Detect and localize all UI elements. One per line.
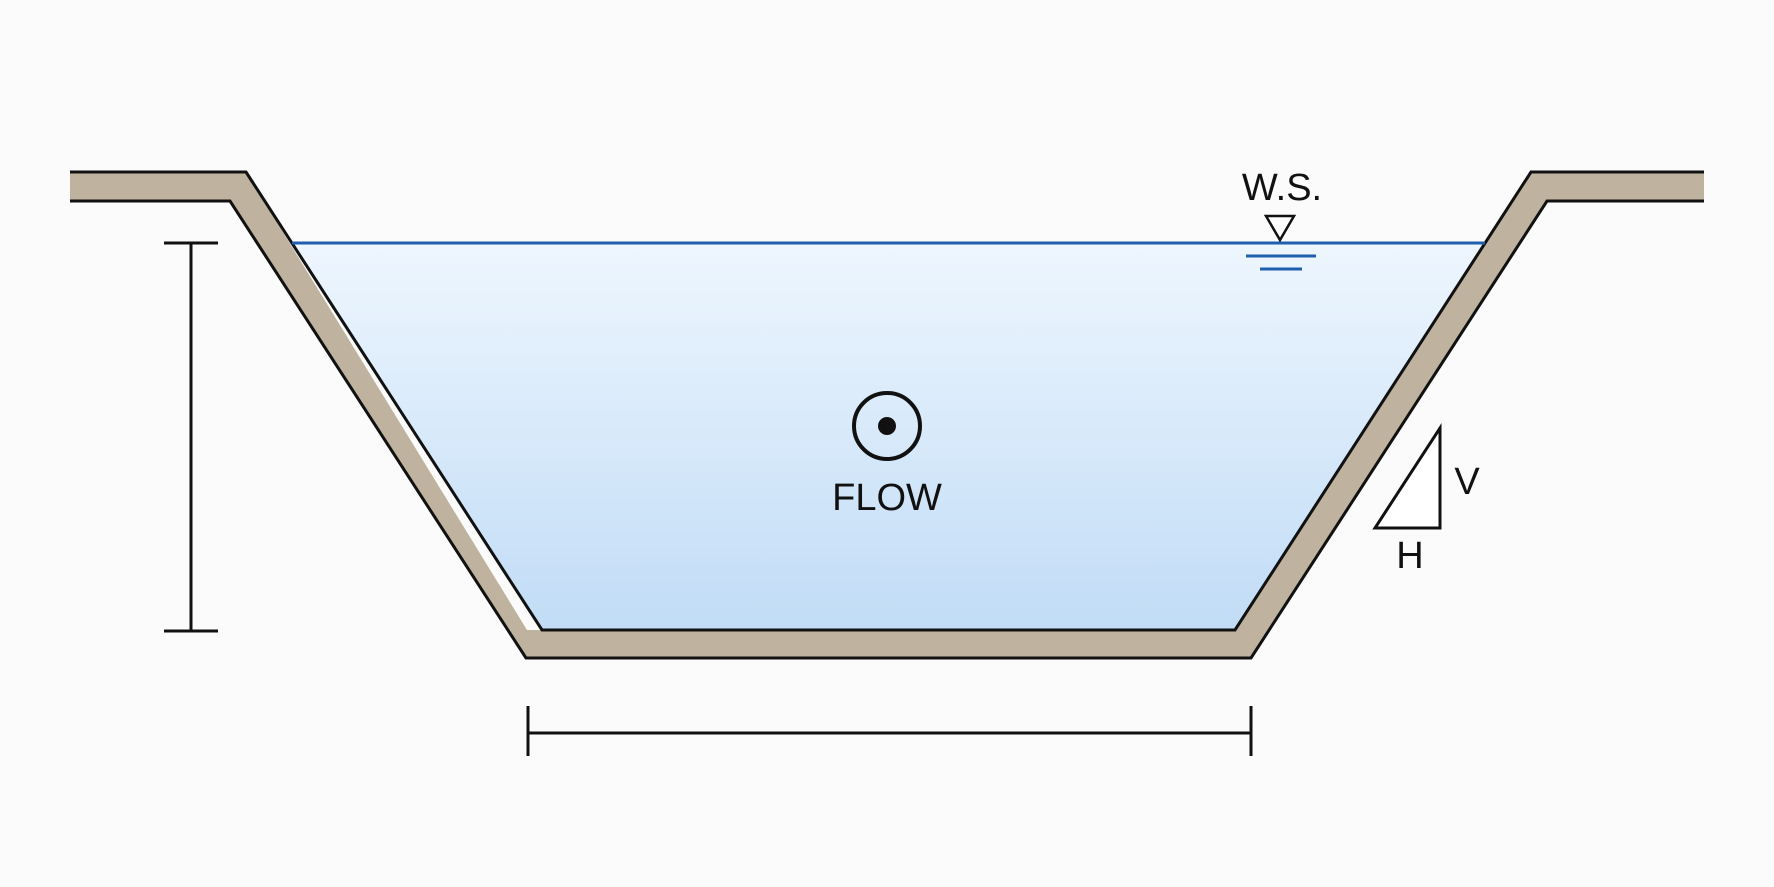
flow-out-of-page-icon: [852, 391, 922, 461]
water-surface-marker: W.S.: [1242, 167, 1322, 271]
water-body: [292, 243, 1485, 630]
lining-inner-outline: [70, 170, 1704, 632]
slope-triangle-icon: [1372, 422, 1442, 530]
bottom-width-dimension: [526, 706, 1253, 756]
slope-horizontal-label: H: [1396, 535, 1423, 577]
inverted-triangle-icon: [1263, 214, 1297, 243]
slope-vertical-label: V: [1454, 461, 1480, 503]
flow-label: FLOW: [832, 477, 942, 519]
lining-outer-outline: [70, 199, 1704, 660]
depth-dimension: [164, 241, 218, 633]
water-surface-label: W.S.: [1242, 167, 1322, 209]
